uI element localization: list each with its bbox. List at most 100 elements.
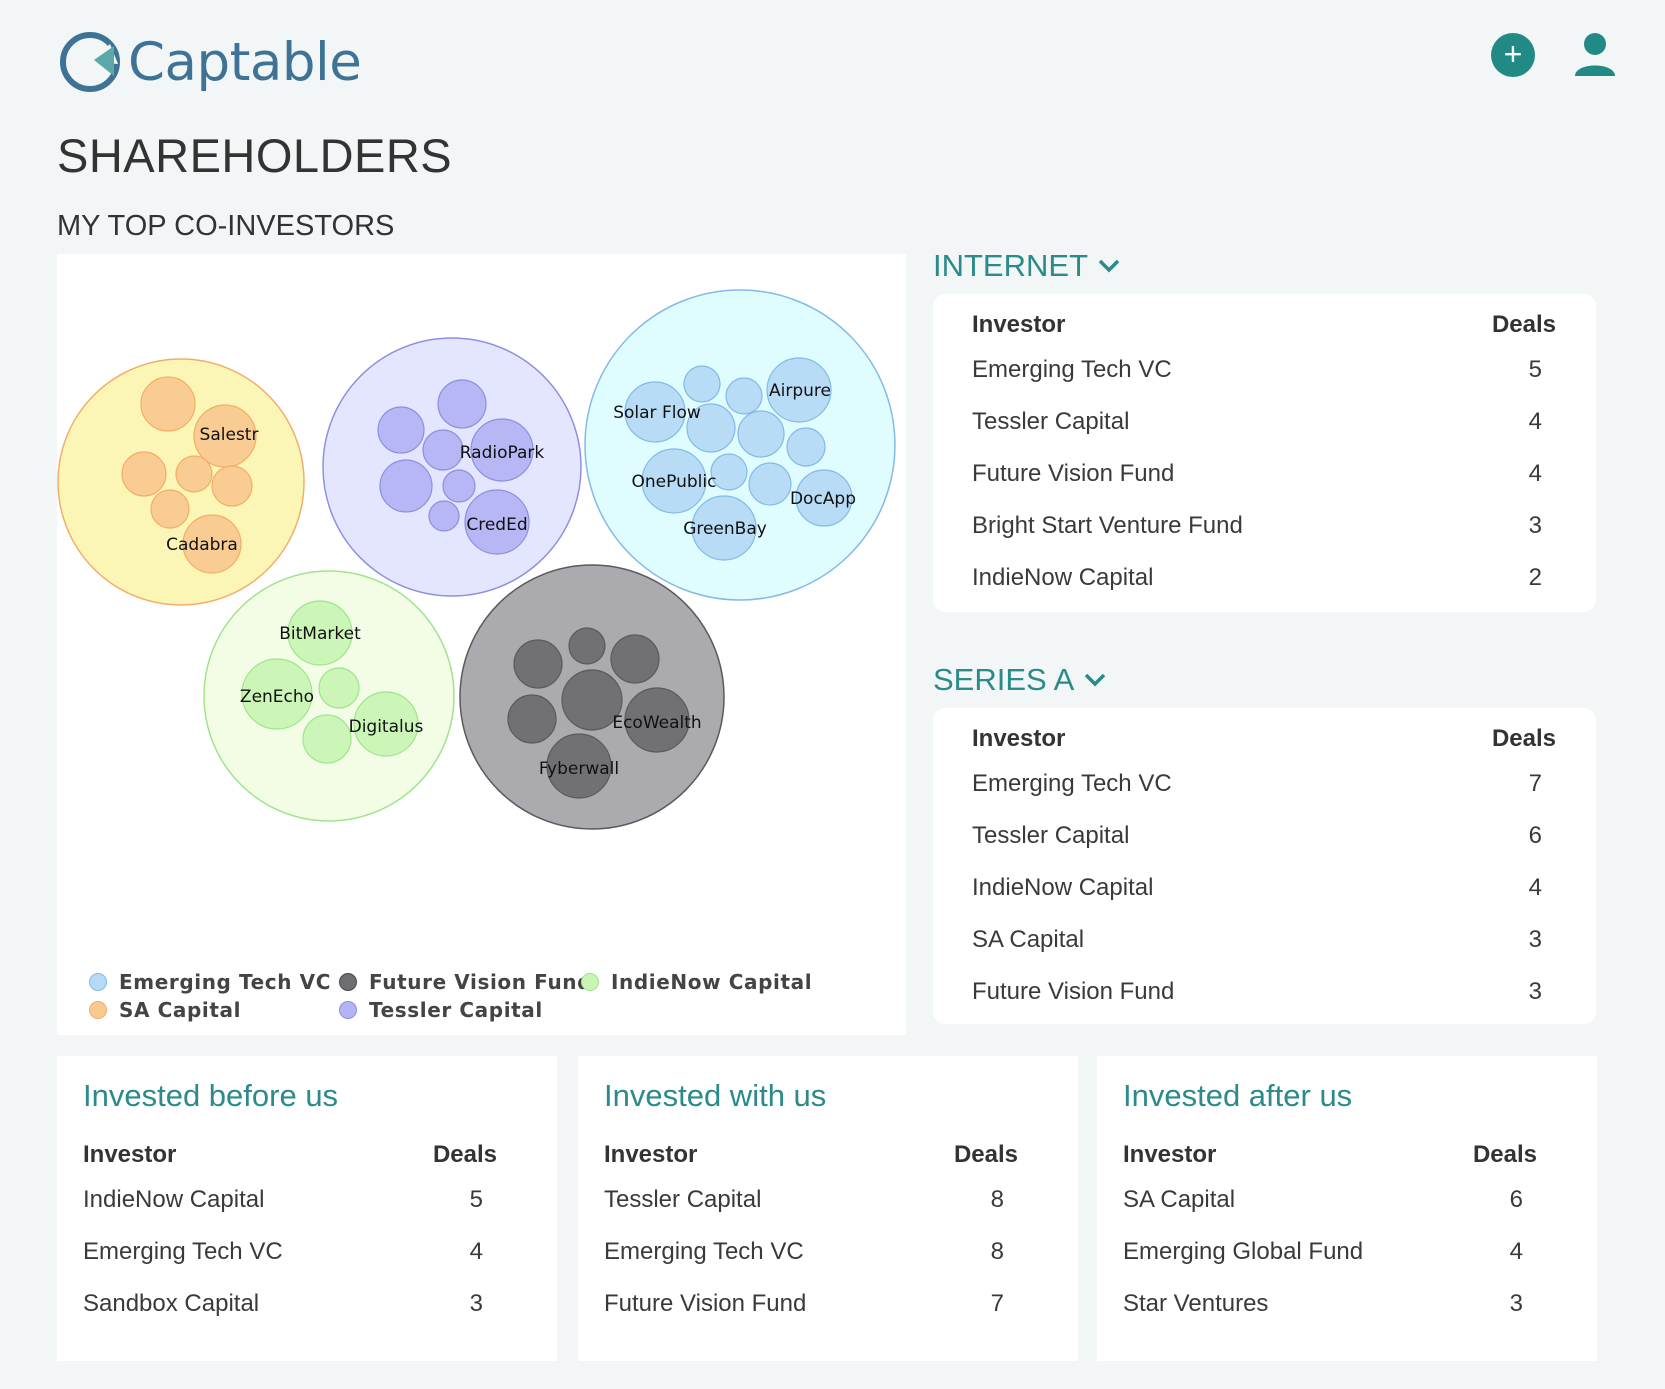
company-bubble[interactable] bbox=[624, 687, 690, 753]
company-bubble[interactable] bbox=[437, 379, 487, 429]
company-bubble[interactable] bbox=[691, 495, 757, 561]
column-header-deals[interactable]: Deals bbox=[1491, 311, 1556, 338]
series-a-dropdown[interactable]: SERIES A bbox=[933, 662, 1106, 698]
plus-icon[interactable]: + bbox=[1491, 33, 1535, 77]
deals-count: 3 bbox=[1528, 926, 1542, 953]
company-bubble[interactable] bbox=[353, 691, 419, 757]
company-label: OnePublic bbox=[632, 472, 717, 492]
company-bubble[interactable] bbox=[470, 418, 534, 482]
company-label: EcoWealth bbox=[612, 713, 701, 733]
legend-item[interactable]: IndieNow Capital bbox=[581, 970, 812, 994]
company-bubble[interactable] bbox=[464, 489, 530, 555]
column-header-deals[interactable]: Deals bbox=[1491, 725, 1556, 752]
user-icon[interactable] bbox=[1573, 32, 1617, 78]
company-bubble[interactable] bbox=[641, 448, 707, 514]
company-bubble[interactable] bbox=[568, 627, 606, 665]
company-bubble[interactable] bbox=[140, 376, 196, 432]
company-bubble[interactable] bbox=[379, 459, 433, 513]
company-bubble[interactable] bbox=[211, 465, 253, 507]
captable-logo[interactable]: Captable bbox=[58, 30, 362, 94]
company-bubble[interactable] bbox=[786, 427, 826, 467]
legend-item[interactable]: Emerging Tech VC bbox=[89, 970, 331, 994]
company-bubble[interactable] bbox=[377, 406, 425, 454]
deals-count: 5 bbox=[1528, 356, 1542, 383]
company-bubble[interactable] bbox=[121, 451, 167, 497]
company-bubble[interactable] bbox=[710, 453, 748, 491]
column-header-investor[interactable]: Investor bbox=[1123, 1141, 1217, 1168]
legend-swatch bbox=[89, 973, 107, 991]
company-bubble[interactable] bbox=[241, 658, 313, 730]
investor-name: Emerging Tech VC bbox=[83, 1238, 283, 1265]
company-bubble[interactable] bbox=[748, 462, 792, 506]
legend-label: Emerging Tech VC bbox=[119, 970, 331, 994]
company-bubble[interactable] bbox=[318, 667, 360, 709]
company-bubble[interactable] bbox=[737, 410, 785, 458]
company-bubble[interactable] bbox=[507, 694, 557, 744]
column-header-deals[interactable]: Deals bbox=[953, 1141, 1018, 1168]
company-bubble[interactable] bbox=[624, 381, 686, 443]
column-header-investor[interactable]: Investor bbox=[972, 725, 1066, 752]
column-header-investor[interactable]: Investor bbox=[83, 1141, 177, 1168]
legend-label: Tessler Capital bbox=[369, 998, 543, 1022]
column-header-deals[interactable]: Deals bbox=[1472, 1141, 1537, 1168]
company-bubble[interactable] bbox=[546, 733, 612, 799]
company-bubble[interactable] bbox=[287, 600, 353, 666]
company-bubble[interactable] bbox=[725, 377, 763, 415]
legend-label: IndieNow Capital bbox=[611, 970, 813, 994]
legend-item[interactable]: Tessler Capital bbox=[339, 998, 543, 1022]
company-bubble[interactable] bbox=[428, 500, 460, 532]
legend-item[interactable]: SA Capital bbox=[89, 998, 241, 1022]
column-header-deals[interactable]: Deals bbox=[432, 1141, 497, 1168]
investor-name: Emerging Global Fund bbox=[1123, 1238, 1364, 1265]
company-bubble[interactable] bbox=[766, 357, 832, 423]
investor-name: Tessler Capital bbox=[972, 822, 1130, 849]
company-label: Fyberwall bbox=[539, 759, 619, 779]
column-header-investor[interactable]: Investor bbox=[604, 1141, 698, 1168]
company-bubble[interactable] bbox=[182, 514, 242, 574]
company-bubble[interactable] bbox=[686, 403, 736, 453]
company-bubble[interactable] bbox=[175, 455, 213, 493]
legend-item[interactable]: Future Vision Fund bbox=[339, 970, 592, 994]
company-bubble[interactable] bbox=[422, 429, 464, 471]
internet-dropdown[interactable]: INTERNET bbox=[933, 248, 1120, 284]
investor-name: Emerging Tech VC bbox=[972, 770, 1172, 797]
company-bubble[interactable] bbox=[302, 714, 352, 764]
investor-name: Future Vision Fund bbox=[972, 978, 1175, 1005]
company-bubble[interactable] bbox=[795, 469, 853, 527]
company-bubble[interactable] bbox=[683, 365, 721, 403]
investor-name: Future Vision Fund bbox=[972, 460, 1175, 487]
company-bubble[interactable] bbox=[610, 634, 660, 684]
company-bubble[interactable] bbox=[561, 669, 623, 731]
company-bubble[interactable] bbox=[150, 489, 190, 529]
column-header-investor[interactable]: Investor bbox=[972, 311, 1066, 338]
company-bubble[interactable] bbox=[442, 469, 476, 503]
company-bubble[interactable] bbox=[513, 639, 563, 689]
section-title: MY TOP CO-INVESTORS bbox=[57, 210, 395, 242]
